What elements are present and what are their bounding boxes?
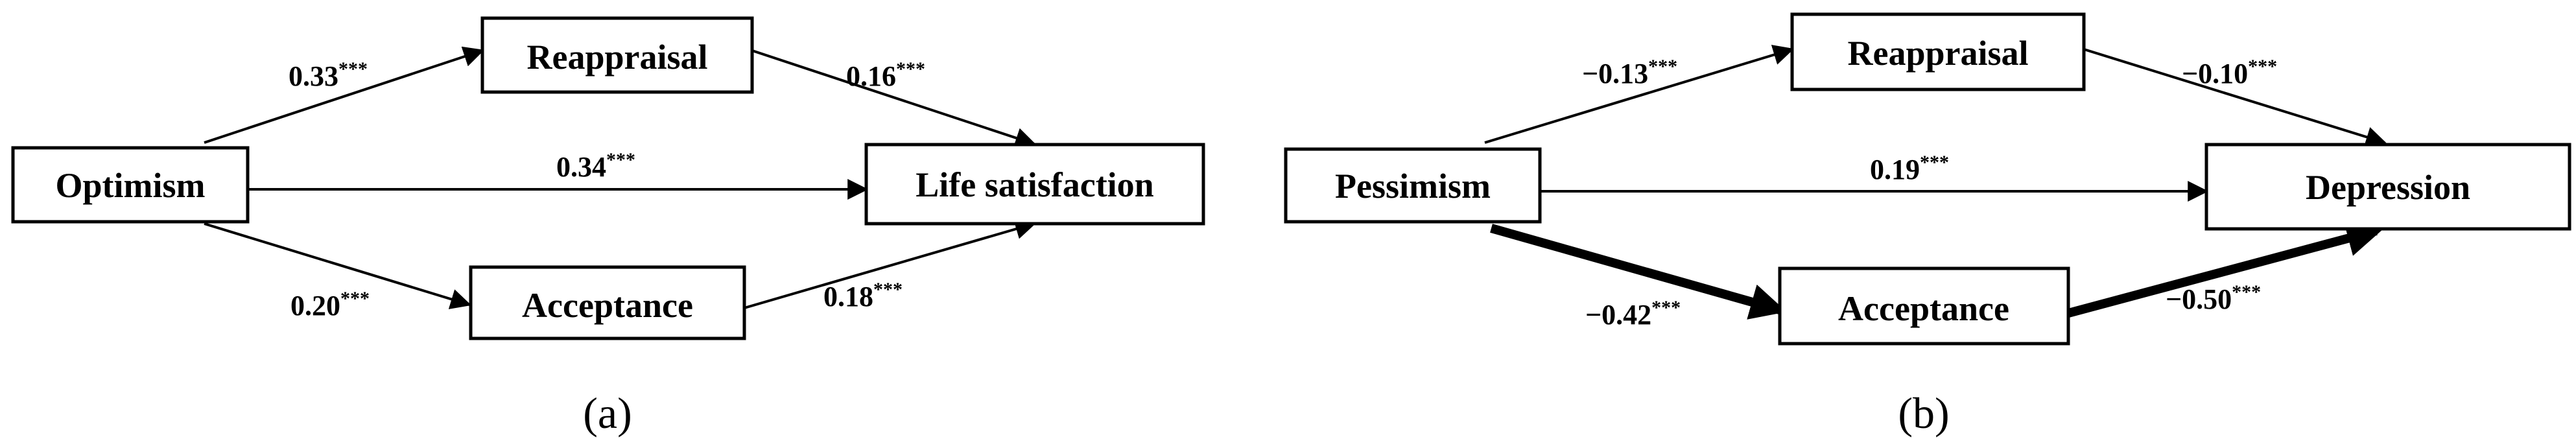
- node-pessimism: Pessimism: [1284, 147, 1542, 224]
- coef-b-pessimism-acceptance: −0.42***: [1585, 297, 1681, 331]
- node-reappraisal-a-box: [480, 16, 754, 94]
- node-depression-label: Depression: [2306, 168, 2470, 207]
- arrow-optimism-to-acceptance: [204, 222, 472, 309]
- node-life-satisfaction-label: Life satisfaction: [916, 165, 1153, 204]
- coef-a-direct: 0.34***: [556, 149, 635, 183]
- node-life-satisfaction-box: [864, 143, 1205, 226]
- node-pessimism-label: Pessimism: [1335, 167, 1491, 206]
- node-reappraisal-b: Reappraisal: [1790, 12, 2086, 91]
- coef-b-direct: 0.19***: [1870, 152, 1949, 185]
- coef-a-reappraisal-life-satisfaction: 0.16***: [846, 58, 925, 92]
- node-life-satisfaction: Life satisfaction: [864, 143, 1205, 226]
- node-pessimism-box: [1284, 147, 1542, 224]
- coef-a-acceptance-life-satisfaction: 0.18***: [823, 279, 903, 312]
- node-reappraisal-a-label: Reappraisal: [526, 38, 707, 77]
- node-reappraisal-a: Reappraisal: [480, 16, 754, 94]
- node-acceptance-a: Acceptance: [469, 265, 746, 340]
- node-optimism-box: [11, 146, 250, 224]
- node-reappraisal-b-box: [1790, 12, 2086, 91]
- arrow-pessimism-to-acceptance: [1490, 224, 1787, 320]
- coef-a-optimism-reappraisal: 0.33***: [289, 58, 368, 92]
- node-acceptance-a-box: [469, 265, 746, 340]
- node-reappraisal-b-label: Reappraisal: [1847, 34, 2028, 73]
- coef-a-optimism-acceptance: 0.20***: [290, 288, 370, 322]
- panel-b-label: (b): [1898, 388, 1949, 438]
- arrow-acceptance-to-life-satisfaction: [744, 218, 1037, 309]
- node-acceptance-b: Acceptance: [1778, 266, 2070, 346]
- arrow-acceptance-to-depression: [2067, 220, 2383, 318]
- panel-a-label: (a): [583, 388, 632, 438]
- arrow-reappraisal-to-depression: [2083, 48, 2387, 147]
- node-acceptance-b-box: [1778, 266, 2070, 346]
- coef-b-acceptance-depression: −0.50***: [2166, 281, 2261, 315]
- panel-a: Optimism Reappraisal Acceptance Life sat…: [11, 16, 1205, 438]
- node-acceptance-a-label: Acceptance: [522, 286, 693, 325]
- coef-b-pessimism-reappraisal: −0.13***: [1582, 56, 1677, 89]
- coef-b-reappraisal-depression: −0.10***: [2182, 56, 2277, 89]
- node-optimism: Optimism: [11, 146, 250, 224]
- node-optimism-label: Optimism: [55, 166, 205, 205]
- arrow-pessimism-to-reappraisal: [1484, 45, 1795, 144]
- arrow-reappraisal-to-life-satisfaction: [751, 49, 1037, 148]
- node-depression: Depression: [2204, 143, 2571, 231]
- panel-b: Pessimism Reappraisal Acceptance Depress…: [1284, 12, 2571, 438]
- node-depression-box: [2204, 143, 2571, 231]
- node-acceptance-b-label: Acceptance: [1838, 289, 2009, 328]
- arrow-optimism-to-reappraisal: [204, 46, 485, 144]
